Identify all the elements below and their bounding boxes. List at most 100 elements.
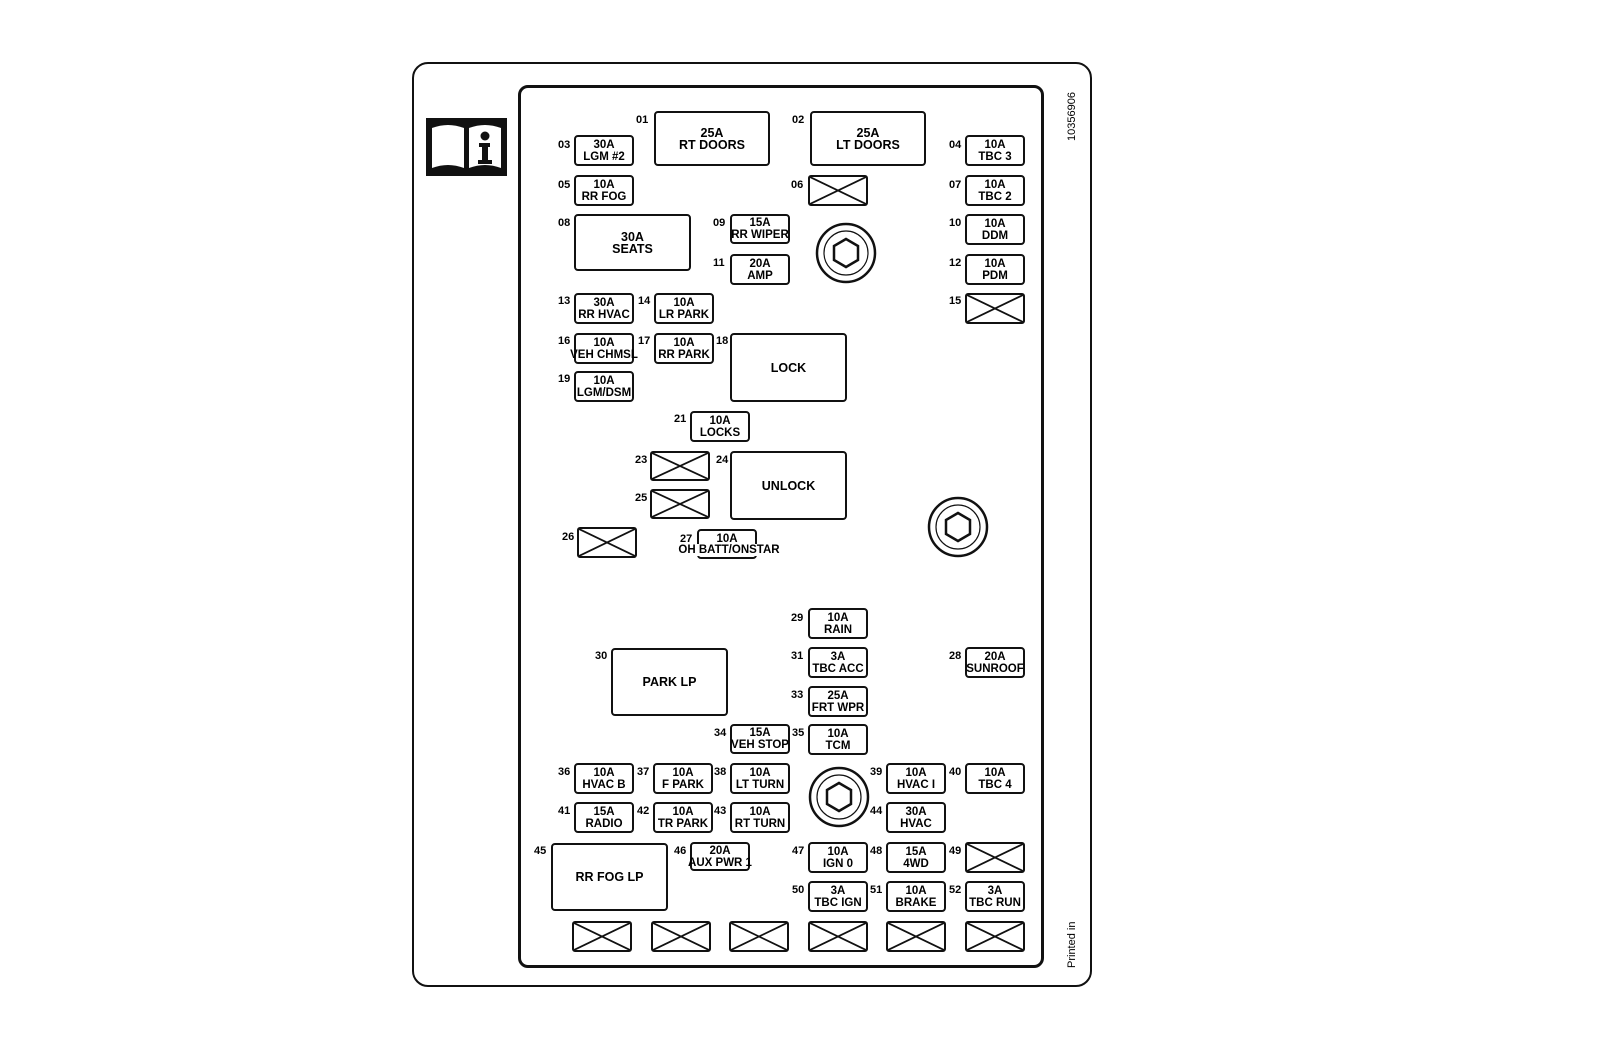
fuse-label: TBC 4 [978,778,1012,791]
fuse-label: SEATS [612,241,653,256]
fuse-42[interactable]: 10A TR PARK [653,802,713,833]
fuse-05[interactable]: 10A RR FOG [574,175,634,206]
relay-45-rr-fog-lp[interactable]: RR FOG LP [551,843,668,911]
fuse-label: RT DOORS [679,137,745,152]
fuse-49-number: 49 [949,845,962,857]
fuse-43[interactable]: 10A RT TURN [730,802,790,833]
mounting-bolt [808,766,870,828]
fuse-03-number: 03 [558,139,571,151]
fuse-09-number: 09 [713,217,726,229]
fuse-label: TBC IGN [814,896,862,909]
empty-slot-cross-icon [967,923,1023,950]
fuse-rating: 10A [749,766,771,779]
relay-30-park-lp[interactable]: PARK LP [611,648,728,716]
spare-empty-slot [729,921,789,952]
fuse-08-number: 08 [558,217,571,229]
fuse-01[interactable]: 25A RT DOORS [654,111,770,166]
fuse-03[interactable]: 30A LGM #2 [574,135,634,166]
fuse-13[interactable]: 30A RR HVAC [574,293,634,324]
fuse-10[interactable]: 10A DDM [965,214,1025,245]
fuse-12[interactable]: 10A PDM [965,254,1025,285]
spare-empty-slot [965,921,1025,952]
empty-slot-cross-icon [810,177,866,204]
empty-slot-cross-icon [731,923,787,950]
fuse-label: RR PARK [658,348,710,361]
fuse-14-number: 14 [638,295,651,307]
fuse-19[interactable]: 10A LGM/DSM [574,371,634,402]
fuse-rating: 10A [827,611,849,624]
fuse-48[interactable]: 15A 4WD [886,842,946,873]
relay-24-unlock[interactable]: UNLOCK [730,451,847,520]
fuse-19-number: 19 [558,373,571,385]
fuse-08[interactable]: 30A SEATS [574,214,691,271]
fuse-36[interactable]: 10A HVAC B [574,763,634,794]
fuse-29[interactable]: 10A RAIN [808,608,868,639]
fuse-47[interactable]: 10A IGN 0 [808,842,868,873]
fuse-16[interactable]: 10A VEH CHMSL [570,333,638,364]
fuse-44-number: 44 [870,805,883,817]
fuse-40[interactable]: 10A TBC 4 [965,763,1025,794]
fuse-36-number: 36 [558,766,571,778]
mounting-bolt [815,222,877,284]
fuse-17[interactable]: 10A RR PARK [654,333,714,364]
fuse-02-number: 02 [792,114,805,126]
fuse-label: LGM #2 [583,150,625,163]
fuse-label: TBC ACC [812,662,864,675]
relay-18-lock[interactable]: LOCK [730,333,847,402]
fuse-44[interactable]: 30A HVAC [886,802,946,833]
fuse-51[interactable]: 10A BRAKE [886,881,946,912]
fuse-09[interactable]: 15A RR WIPER [730,214,790,244]
fuse-38-number: 38 [714,766,727,778]
fuse-52[interactable]: 3A TBC RUN [965,881,1025,912]
fuse-39[interactable]: 10A HVAC I [886,763,946,794]
fuse-31[interactable]: 3A TBC ACC [808,647,868,678]
fuse-51-number: 51 [870,884,883,896]
fuse-label: RADIO [585,817,623,830]
empty-slot-cross-icon [652,491,708,517]
fuse-15-empty-slot [965,293,1025,324]
fuse-23-empty-slot [650,451,710,481]
fuse-label: TBC RUN [969,896,1021,909]
fuse-label: FRT WPR [811,701,865,714]
fuse-33[interactable]: 25A FRT WPR [808,686,868,717]
fuse-38[interactable]: 10A LT TURN [730,763,790,794]
fuse-41[interactable]: 15A RADIO [574,802,634,833]
fuse-28[interactable]: 20A SUNROOF [965,647,1025,678]
fuse-label: DDM [981,229,1009,242]
relay-24-number: 24 [716,454,729,466]
fuse-rating: 10A [827,727,849,740]
fuse-11[interactable]: 20A AMP [730,254,790,285]
fuse-label: IGN 0 [822,857,854,870]
fuse-rating: 20A [709,844,731,857]
fuse-rating: 10A [709,414,731,427]
fuse-02[interactable]: 25A LT DOORS [810,111,926,166]
fuse-label: RR WIPER [731,229,789,241]
fuse-34[interactable]: 15A VEH STOP [730,724,790,754]
fuse-rating: 15A [593,805,615,818]
fuse-rating: 25A [856,125,880,140]
fuse-rating: 3A [830,650,846,663]
fuse-37-number: 37 [637,766,650,778]
fuse-label: VEH CHMSL [570,348,638,361]
fuse-rating: 20A [749,257,771,270]
fuse-46[interactable]: 20A AUX PWR 1 [688,842,752,871]
fuse-37[interactable]: 10A F PARK [653,763,713,794]
printed-in-note: Printed in [1066,921,1078,968]
fuse-21[interactable]: 10A LOCKS [690,411,750,442]
mounting-bolt [927,496,989,558]
empty-slot-cross-icon [888,923,944,950]
fuse-47-number: 47 [792,845,805,857]
empty-slot-cross-icon [652,453,708,479]
fuse-04[interactable]: 10A TBC 3 [965,135,1025,166]
fuse-label: LT TURN [735,778,785,791]
fuse-35[interactable]: 10A TCM [808,724,868,755]
relay-18-number: 18 [716,335,729,347]
fuse-07[interactable]: 10A TBC 2 [965,175,1025,206]
empty-slot-cross-icon [810,923,866,950]
fuse-50[interactable]: 3A TBC IGN [808,881,868,912]
fuse-rating: 10A [673,336,695,349]
owner-manual-info-icon [426,118,507,176]
fuse-label: AUX PWR 1 [688,856,752,869]
fuse-14[interactable]: 10A LR PARK [654,293,714,324]
fuse-label: LT DOORS [836,137,900,152]
